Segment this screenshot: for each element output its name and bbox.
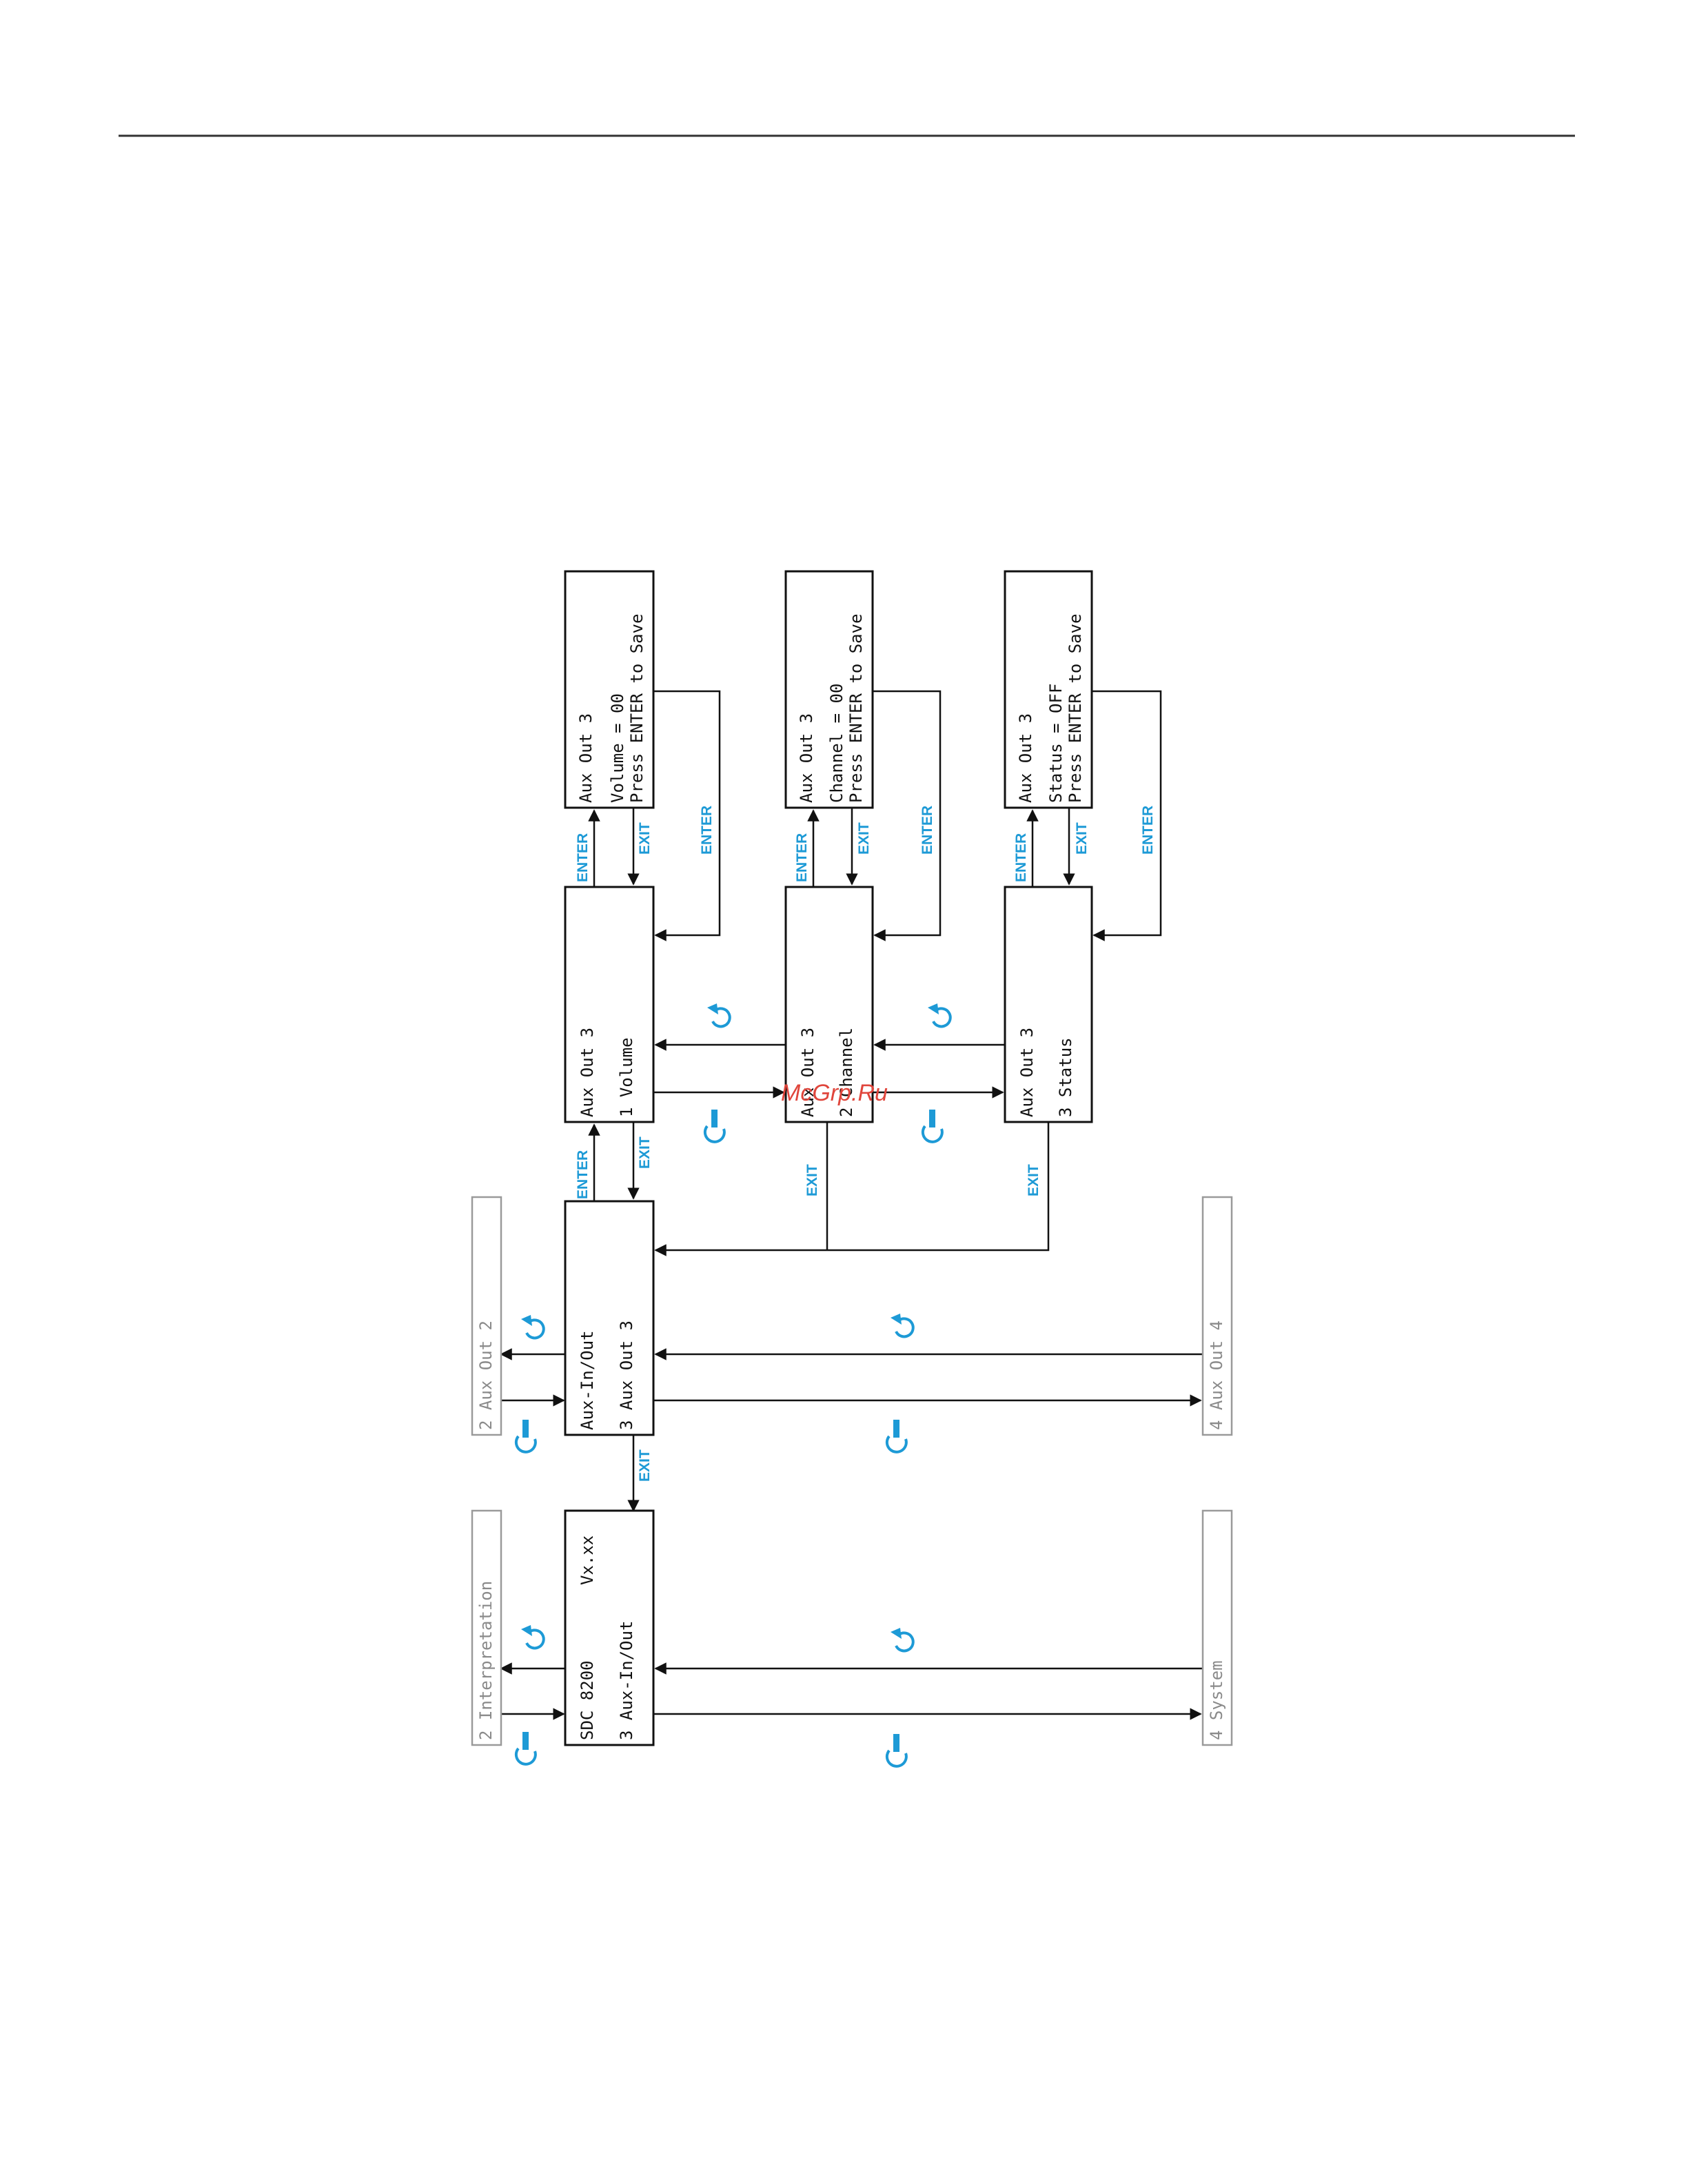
volume-detail-screen: Aux Out 3 Volume = 00 Press ENTER to Sav… — [564, 570, 655, 809]
status-detail-screen: Aux Out 3 Status = OFF Press ENTER to Sa… — [1004, 570, 1093, 809]
status-detail-title: Aux Out 3 — [1016, 713, 1035, 803]
channel-detail-hint: Press ENTER to Save — [846, 613, 866, 803]
enter-label-volume: ENTER — [575, 833, 591, 882]
status-item-title: Aux Out 3 — [1017, 1028, 1037, 1117]
next-aux-screen: 4 Aux Out 4 — [1201, 1196, 1233, 1436]
enter-label-volume-save: ENTER — [699, 806, 715, 855]
down-key-icon — [885, 1733, 908, 1768]
prev-aux-screen: 2 Aux Out 2 — [471, 1196, 502, 1436]
enter-label-status-save: ENTER — [1140, 806, 1156, 855]
channel-item-label: 2 Channel — [837, 1028, 856, 1117]
prev-main-label: 2 Interpretation — [476, 1581, 496, 1740]
down-key-icon — [921, 1108, 944, 1143]
up-key-icon — [926, 1002, 952, 1028]
up-key-icon — [520, 1624, 545, 1650]
exit-label-status: EXIT — [1026, 1164, 1041, 1196]
down-key-icon — [514, 1418, 537, 1453]
exit-label-volume-detail: EXIT — [637, 822, 653, 855]
up-key-icon — [889, 1312, 915, 1338]
volume-item-screen: Aux Out 3 1 Volume — [564, 886, 655, 1123]
channel-detail-title: Aux Out 3 — [797, 713, 816, 803]
channel-detail-value: Channel = 00 — [827, 684, 846, 803]
status-item-screen: Aux Out 3 3 Status — [1004, 886, 1093, 1123]
arrow-status-save — [1092, 690, 1162, 941]
down-key-icon — [703, 1108, 726, 1143]
channel-item-title: Aux Out 3 — [798, 1028, 817, 1117]
arrow-status-exit — [654, 1122, 1050, 1256]
arrow-channel-save — [873, 690, 942, 941]
channel-detail-screen: Aux Out 3 Channel = 00 Press ENTER to Sa… — [784, 570, 874, 809]
next-main-screen: 4 System — [1201, 1509, 1233, 1746]
up-key-icon — [706, 1002, 731, 1028]
next-main-label: 4 System — [1207, 1660, 1226, 1740]
volume-detail-title: Aux Out 3 — [576, 713, 596, 803]
arrow-volume-save — [653, 690, 721, 941]
enter-label-aux: ENTER — [575, 1150, 591, 1199]
main-menu-selection: 3 Aux-In/Out — [617, 1621, 636, 1740]
next-aux-label: 4 Aux Out 4 — [1207, 1320, 1226, 1430]
enter-label-channel-save: ENTER — [919, 806, 935, 855]
volume-detail-value: Volume = 00 — [608, 693, 627, 803]
volume-item-title: Aux Out 3 — [578, 1028, 597, 1117]
status-detail-value: Status = OFF — [1046, 684, 1066, 803]
volume-detail-hint: Press ENTER to Save — [627, 613, 647, 803]
exit-label-channel: EXIT — [804, 1164, 820, 1196]
enter-label-status: ENTER — [1013, 833, 1029, 882]
aux-inout-selection: 3 Aux Out 3 — [617, 1320, 636, 1430]
channel-item-screen: Aux Out 3 2 Channel — [784, 886, 874, 1123]
exit-label-status-detail: EXIT — [1074, 822, 1090, 855]
down-key-icon — [885, 1418, 908, 1453]
watermark: McGrp.Ru — [781, 1080, 888, 1106]
exit-label-volume: EXIT — [637, 1136, 653, 1169]
main-menu-version: Vx.xx — [578, 1535, 597, 1585]
aux-inout-screen: Aux-In/Out 3 Aux Out 3 — [564, 1200, 655, 1436]
exit-label-aux: EXIT — [637, 1449, 653, 1482]
prev-main-screen: 2 Interpretation — [471, 1509, 502, 1746]
volume-item-label: 1 Volume — [617, 1037, 636, 1117]
prev-aux-label: 2 Aux Out 2 — [476, 1320, 496, 1430]
enter-label-channel: ENTER — [794, 833, 810, 882]
status-detail-hint: Press ENTER to Save — [1066, 613, 1085, 803]
up-key-icon — [520, 1314, 545, 1340]
aux-inout-title: Aux-In/Out — [578, 1331, 597, 1431]
down-key-icon — [514, 1731, 537, 1766]
up-key-icon — [889, 1626, 915, 1653]
exit-label-channel-detail: EXIT — [856, 822, 872, 855]
main-menu-screen: SDC 8200 Vx.xx 3 Aux-In/Out — [564, 1509, 655, 1746]
main-menu-title: SDC 8200 — [578, 1660, 597, 1740]
status-item-label: 3 Status — [1056, 1037, 1075, 1117]
